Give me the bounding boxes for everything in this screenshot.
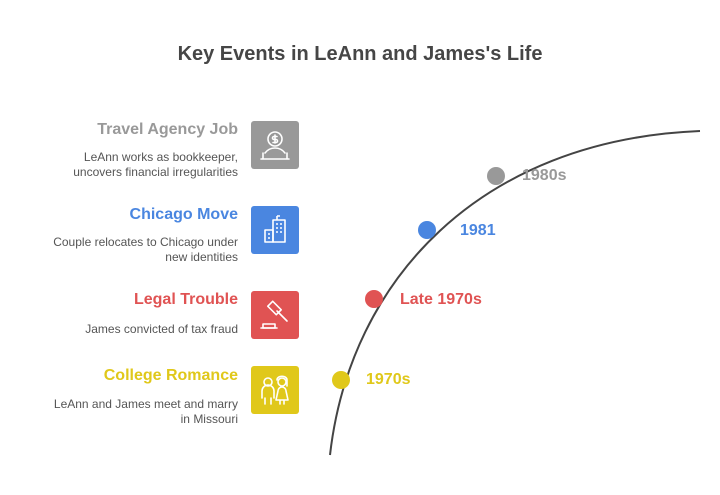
era-label-1981: 1981	[460, 222, 496, 239]
money-bag-icon	[260, 131, 290, 160]
event-icon-box-legal-trouble[interactable]	[251, 291, 299, 339]
description-line: uncovers financial irregularities	[73, 165, 238, 179]
event-description-legal-trouble: James convicted of tax fraud	[0, 322, 238, 337]
era-label-late-1970s: Late 1970s	[400, 291, 482, 308]
timeline-curve	[329, 130, 701, 456]
event-icon-box-travel-agency-job[interactable]	[251, 121, 299, 169]
event-description-college-romance: LeAnn and James meet and marry in Missou…	[0, 397, 238, 427]
timeline-dot-late-1970s[interactable]	[365, 290, 383, 308]
page-title: Key Events in LeAnn and James's Life	[177, 43, 543, 65]
buildings-icon	[264, 215, 286, 243]
event-title-chicago-move: Chicago Move	[129, 206, 238, 223]
timeline-dot-1970s[interactable]	[332, 371, 350, 389]
couple-icon	[261, 375, 289, 405]
event-description-travel-agency-job: LeAnn works as bookkeeper, uncovers fina…	[0, 150, 238, 180]
description-line: LeAnn and James meet and marry	[53, 397, 238, 411]
event-title-college-romance: College Romance	[103, 367, 238, 384]
event-title-legal-trouble: Legal Trouble	[133, 291, 238, 308]
event-description-chicago-move: Couple relocates to Chicago under new id…	[0, 235, 238, 265]
event-title-travel-agency-job: Travel Agency Job	[97, 121, 238, 138]
timeline-dot-1981[interactable]	[418, 221, 436, 239]
event-icon-box-college-romance[interactable]	[251, 366, 299, 414]
description-line: LeAnn works as bookkeeper,	[83, 150, 238, 164]
gavel-icon	[260, 300, 288, 329]
description-line: new identities	[165, 250, 238, 264]
description-line: James convicted of tax fraud	[85, 322, 238, 336]
era-label-1970s: 1970s	[366, 371, 411, 388]
description-line: in Missouri	[180, 412, 238, 426]
timeline-dot-1980s[interactable]	[487, 167, 505, 185]
event-icon-box-chicago-move[interactable]	[251, 206, 299, 254]
description-line: Couple relocates to Chicago under	[53, 235, 238, 249]
era-label-1980s: 1980s	[522, 167, 567, 184]
